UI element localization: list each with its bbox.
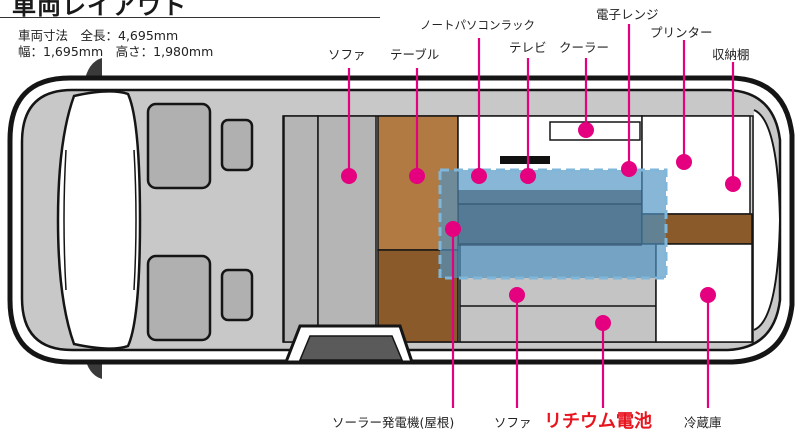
marker-solar bbox=[445, 221, 461, 237]
label-sofa-top: ソファ bbox=[328, 47, 366, 62]
sofa-left-seat bbox=[317, 115, 377, 343]
tv-mount bbox=[500, 156, 550, 164]
marker-sofa-bottom bbox=[509, 287, 525, 303]
label-cooler: クーラー bbox=[559, 40, 610, 55]
dimensions-line-2: 幅：1,695mm 高さ：1,980mm bbox=[18, 44, 214, 59]
label-refrigerator: 冷蔵庫 bbox=[684, 415, 722, 430]
rear-door bbox=[753, 109, 782, 331]
label-solar-generator: ソーラー発電機(屋根) bbox=[332, 415, 455, 430]
cooler-unit bbox=[549, 121, 641, 141]
label-storage-shelf: 収納棚 bbox=[712, 47, 750, 62]
label-tv: テレビ bbox=[509, 40, 547, 55]
marker-printer bbox=[676, 154, 692, 170]
marker-laptop-rack bbox=[471, 168, 487, 184]
label-printer: プリンター bbox=[650, 25, 713, 40]
passenger-headrest bbox=[220, 268, 254, 322]
label-lithium-battery: リチウム電池 bbox=[544, 411, 652, 432]
label-table: テーブル bbox=[390, 47, 440, 62]
marker-microwave bbox=[621, 161, 637, 177]
marker-refrigerator bbox=[700, 287, 716, 303]
marker-table bbox=[409, 168, 425, 184]
windshield bbox=[56, 90, 142, 350]
label-sofa-bottom: ソファ bbox=[494, 415, 532, 430]
driver-headrest bbox=[220, 118, 254, 172]
marker-cooler bbox=[578, 122, 594, 138]
title-underline bbox=[0, 17, 380, 18]
marker-battery bbox=[595, 315, 611, 331]
marker-storage-shelf bbox=[725, 176, 741, 192]
label-laptop-rack: ノートパソコンラック bbox=[420, 18, 535, 32]
marker-sofa-top bbox=[341, 168, 357, 184]
marker-tv bbox=[520, 168, 536, 184]
diagram-title: 車両レイアウト bbox=[12, 0, 187, 20]
label-microwave: 電子レンジ bbox=[596, 7, 659, 22]
passenger-seat bbox=[146, 254, 212, 342]
dimensions-line-1: 車両寸法 全長：4,695mm bbox=[18, 28, 179, 43]
driver-seat bbox=[146, 102, 212, 190]
sofa-left-back bbox=[283, 115, 319, 343]
